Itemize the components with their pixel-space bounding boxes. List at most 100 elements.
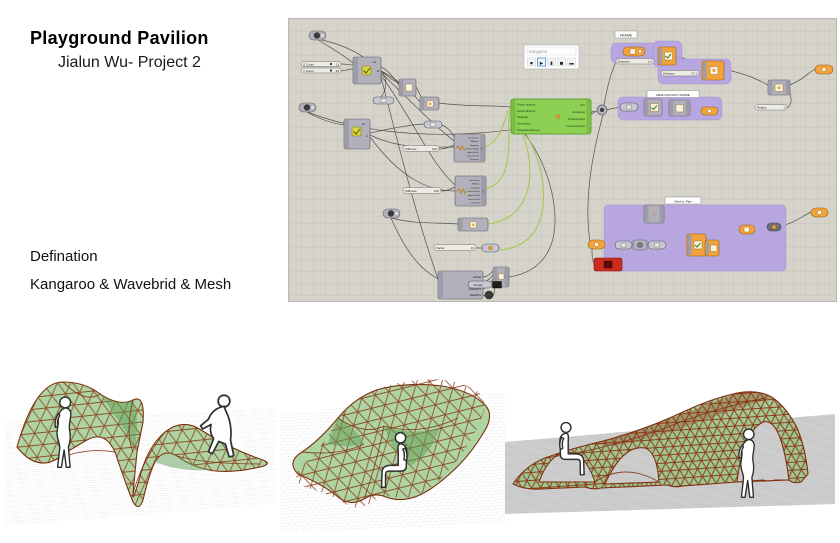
svg-text:Rest Length: Rest Length (468, 190, 480, 193)
pavilion-mesh-2 (292, 379, 491, 508)
definition-label: Defination (30, 248, 98, 265)
group-mesh-without-frame[interactable]: MESH WITHOUT FRAME (617, 90, 723, 121)
svg-text:S: S (481, 147, 483, 151)
mtp-capsule-b[interactable] (647, 240, 667, 250)
slider-v-count[interactable]: V Count 20 (300, 67, 342, 74)
mwf-node-1[interactable] (643, 98, 663, 117)
svg-text:Radius: Radius (757, 106, 767, 110)
svg-text:A: A (366, 134, 368, 138)
point-node[interactable] (484, 290, 494, 300)
spring-icon (455, 144, 467, 152)
svg-text:20: 20 (336, 69, 340, 73)
svg-text:■: ■ (530, 60, 533, 65)
springs-node-1[interactable]: Connection Stiffness Damping Rest Length… (453, 133, 486, 163)
svg-text:UpperCutOff: UpperCutOff (468, 194, 480, 197)
mwf-node-2[interactable] (668, 99, 691, 117)
mtp-smooth-node[interactable] (632, 239, 648, 251)
mesh-brep-capsule[interactable] (372, 96, 395, 105)
svg-text:NakedPts: NakedPts (470, 293, 482, 297)
mtp-orange-node-2[interactable] (704, 239, 720, 257)
svg-text:ClothedPts: ClothedPts (468, 287, 481, 291)
ground-grid-2 (280, 392, 505, 532)
mid-capsule[interactable] (423, 120, 443, 129)
mtp-capsule-in[interactable] (587, 239, 606, 250)
svg-text:Damping: Damping (471, 187, 480, 189)
svg-text:GeometryOut: GeometryOut (566, 124, 585, 128)
mtp-capsule-a[interactable] (614, 240, 633, 250)
svg-text:UpperCutOff: UpperCutOff (467, 151, 479, 154)
svg-text:S: S (482, 190, 484, 194)
weaverbird-node-2[interactable] (701, 60, 725, 81)
springs-node-2[interactable]: Connection Stiffness Damping Rest Length… (454, 175, 487, 207)
slider-radius[interactable]: Radius 1 (754, 104, 788, 111)
grasshopper-canvas[interactable]: U Count 11 V Count 20 srf M (288, 18, 837, 302)
mtp-orange-node-1[interactable] (686, 233, 707, 257)
weaverbird-node-1[interactable] (657, 46, 677, 66)
slider-factor[interactable]: Factor 10 (433, 244, 477, 251)
page-subtitle: Jialun Wu- Project 2 (58, 54, 201, 71)
mtp-capsule-c[interactable] (738, 224, 756, 235)
output-capsule-top[interactable] (814, 64, 834, 75)
remote-button-step[interactable]: ◼ (557, 57, 566, 67)
mwf-capsule-in[interactable] (619, 102, 639, 112)
kangaroo-solver-node[interactable]: Force objects AnchorPoints Settings Geom… (510, 98, 592, 135)
remote-name-field[interactable] (526, 47, 577, 56)
svg-text:V Count: V Count (303, 69, 314, 73)
slider-distance-2[interactable]: Distance 17.1 (660, 70, 700, 77)
svg-text:100: 100 (432, 147, 437, 151)
frame-capsule-node[interactable] (622, 46, 646, 57)
slider-distance-1[interactable]: Distance 1.0 (615, 58, 655, 65)
slider-u-count[interactable]: U Count 11 (300, 61, 342, 67)
svg-text:▮: ▮ (550, 60, 553, 65)
group-frame[interactable]: FRAME Distance 1.0 (610, 30, 732, 85)
svg-text:LowerCutOff: LowerCutOff (468, 198, 480, 201)
small-node-c[interactable] (398, 78, 417, 97)
mtp-error-node[interactable] (593, 257, 623, 272)
svg-text:Distance: Distance (618, 60, 630, 64)
surface-node-2[interactable]: srf A (343, 118, 371, 150)
svg-text:LowerCutOff: LowerCutOff (467, 155, 479, 158)
param-knob-1[interactable] (308, 30, 327, 41)
svg-text:▶: ▶ (540, 60, 544, 65)
mwf-capsule-out[interactable] (700, 106, 719, 116)
svg-text:ParticlesOut: ParticlesOut (568, 117, 585, 121)
svg-text:17.1: 17.1 (691, 72, 697, 76)
mtp-dark-capsule[interactable] (766, 222, 782, 232)
slider-stiffness-2[interactable]: Stiffness 100 (402, 187, 442, 194)
transpose-icon: T (652, 213, 655, 219)
group-frame-label: FRAME (620, 33, 633, 37)
pipe-radius-node[interactable] (767, 79, 791, 96)
surface-node-1[interactable]: srf M (352, 56, 382, 85)
svg-text:Stiffness: Stiffness (471, 140, 479, 143)
svg-text:Distance: Distance (663, 72, 675, 76)
remote-button-play[interactable]: ▶ (537, 57, 546, 67)
svg-text:Rest Length: Rest Length (467, 147, 479, 150)
spring-icon (456, 187, 468, 195)
page-title: Playground Pavilion (30, 28, 209, 48)
svg-text:Connection: Connection (469, 179, 480, 182)
remote-button-stop[interactable]: ■ (527, 57, 536, 67)
slider-stiffness-1[interactable]: Stiffness 100 (402, 145, 440, 152)
param-knob-2[interactable] (298, 102, 317, 113)
svg-text:Out: Out (580, 103, 585, 107)
svg-text:100: 100 (434, 189, 439, 193)
svg-text:Damping: Damping (470, 145, 479, 147)
small-node-b[interactable] (457, 217, 489, 232)
kangaroo-remote-panel[interactable]: Kangaroo ■ ▶ ▮ ◼ (523, 44, 580, 70)
mtp-output-capsule[interactable] (810, 207, 829, 218)
small-node-d[interactable] (419, 96, 440, 111)
mtp-transpose-node[interactable]: T (643, 204, 665, 224)
svg-text:Stiffness: Stiffness (405, 189, 417, 193)
svg-text:M: M (377, 69, 379, 73)
unary-force-capsule[interactable] (481, 243, 500, 253)
group-mesh-to-pipe[interactable]: Mesh to Pipe (587, 196, 787, 272)
svg-text:11: 11 (336, 63, 339, 67)
remote-placeholder: Kangaroo (529, 49, 548, 54)
group-mtp-label: Mesh to Pipe (674, 199, 692, 203)
svg-text:SimulationReset: SimulationReset (517, 128, 540, 132)
remote-button-pause[interactable]: ▮ (547, 57, 556, 67)
simple-toggle[interactable]: Simple (467, 280, 502, 289)
param-knob-3[interactable] (382, 208, 401, 219)
remote-button-menu[interactable]: ▬ (567, 57, 576, 67)
